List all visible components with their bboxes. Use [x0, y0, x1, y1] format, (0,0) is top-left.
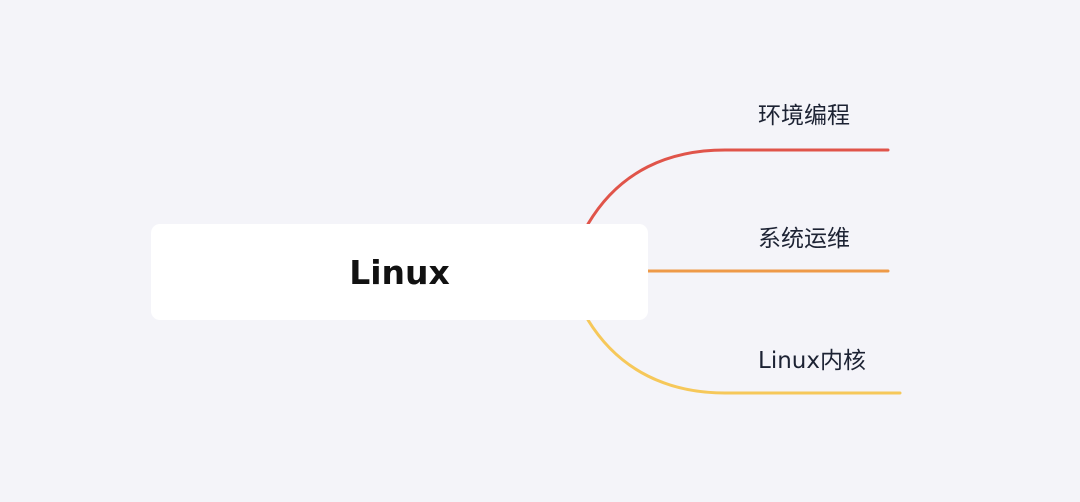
branch-linux-kernel[interactable]: Linux内核 — [758, 348, 866, 374]
branch-sysadmin[interactable]: 系统运维 — [758, 226, 850, 252]
connector-linux-kernel — [586, 318, 902, 395]
root-node[interactable]: Linux — [151, 224, 648, 320]
branch-environment-programming[interactable]: 环境编程 — [758, 103, 850, 129]
connector-environment-programming — [586, 148, 890, 226]
root-label: Linux — [349, 252, 450, 292]
